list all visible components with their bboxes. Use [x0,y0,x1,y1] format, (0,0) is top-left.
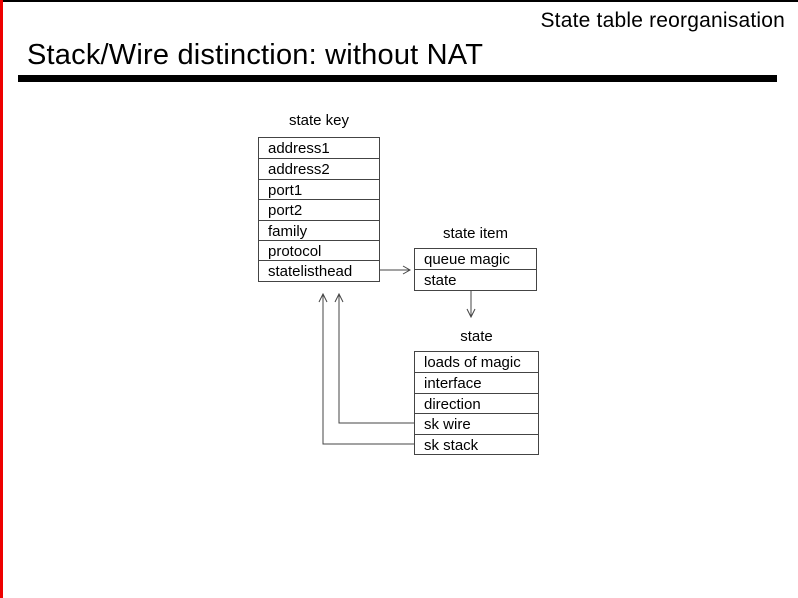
table-row: direction [415,392,538,413]
table-row: family [259,219,379,240]
arrow-sk-stack-to-state-key-icon [318,292,414,445]
table-row: sk stack [415,433,538,454]
table-row: queue magic [424,251,510,268]
arrow-statelisthead-to-state-item-icon [380,265,412,275]
state-label: state [460,328,493,345]
table-row: state [415,269,536,289]
table-row: port1 [259,178,379,199]
table-row: address1 [268,140,330,157]
state-key-table: address1 address2 port1 port2 family pro… [258,137,380,282]
page-title: Stack/Wire distinction: without NAT [27,39,484,71]
state-item-label: state item [442,225,509,242]
table-row: port2 [259,199,379,219]
title-underline-rule [18,75,777,82]
table-row: sk wire [415,413,538,433]
table-row: protocol [259,239,379,260]
top-border-line [0,0,798,2]
table-row: address2 [259,158,379,178]
table-row: statelisthead [259,260,379,280]
slide-header: State table reorganisation [540,9,785,32]
arrow-state-item-to-state-icon [466,290,476,319]
table-row: interface [415,372,538,392]
left-accent-border [0,0,3,598]
arrow-sk-wire-to-state-key-icon [334,292,414,424]
table-row: loads of magic [424,354,521,371]
state-item-table: queue magic state [414,248,537,291]
state-table: loads of magic interface direction sk wi… [414,351,539,455]
state-key-label: state key [288,112,350,129]
